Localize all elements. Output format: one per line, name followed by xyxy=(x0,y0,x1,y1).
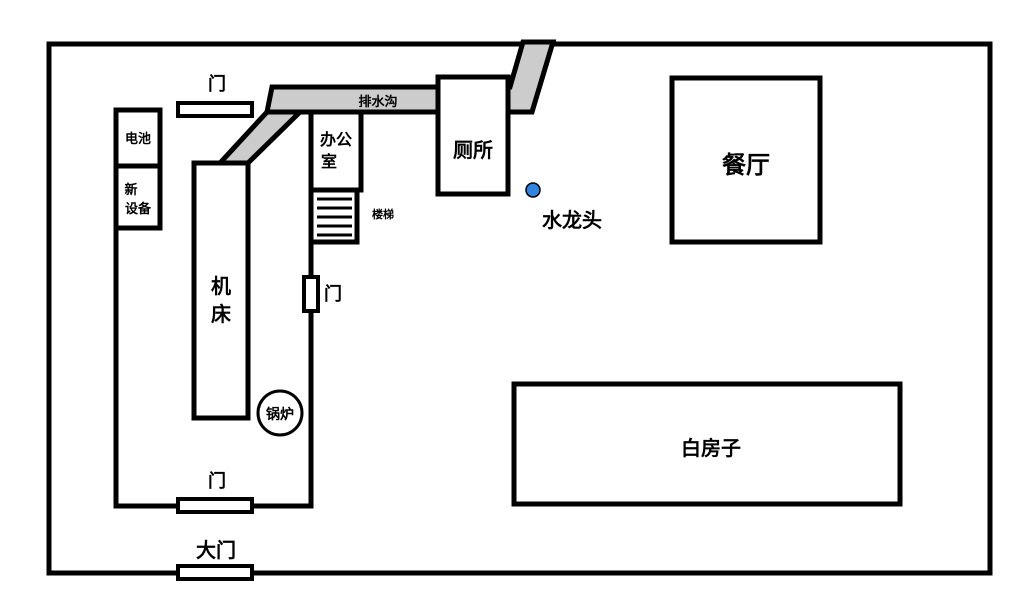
new-equipment xyxy=(113,163,163,231)
faucet-label: 水龙头 xyxy=(542,208,602,232)
main-gate-label: 大门 xyxy=(196,538,236,562)
toilet-label: 厕所 xyxy=(453,138,493,162)
dining-hall xyxy=(669,75,823,245)
stairs-label: 楼梯 xyxy=(372,207,394,221)
white-house xyxy=(511,381,903,507)
door-bottom xyxy=(176,497,254,514)
office-label-line2: 室 xyxy=(321,152,337,171)
main-gate xyxy=(176,564,254,581)
white-house-label: 白房子 xyxy=(681,436,741,460)
door-bottom-label: 门 xyxy=(208,470,226,492)
toilet xyxy=(435,74,511,197)
drain-label: 排水沟 xyxy=(358,94,397,110)
door-top xyxy=(176,101,254,118)
boiler-label: 锅炉 xyxy=(266,406,294,423)
site-boundary xyxy=(46,41,993,576)
office xyxy=(308,109,364,193)
boiler xyxy=(256,389,304,437)
door-top-label: 门 xyxy=(208,73,226,95)
door-middle xyxy=(302,275,320,313)
door-middle-label: 门 xyxy=(324,283,342,305)
faucet-icon xyxy=(525,182,541,198)
new-equipment-label-line1: 新 xyxy=(124,182,137,198)
dining-hall-label: 餐厅 xyxy=(722,151,770,179)
battery-label: 电池 xyxy=(125,131,151,147)
machine-tool-label-line1: 机 xyxy=(211,274,231,298)
machine-tool xyxy=(191,160,251,421)
new-equipment-label-line2: 设备 xyxy=(125,201,152,217)
stairs xyxy=(308,187,360,245)
machine-tool-label-line2: 床 xyxy=(211,302,232,326)
office-label-line1: 办公 xyxy=(320,130,352,149)
